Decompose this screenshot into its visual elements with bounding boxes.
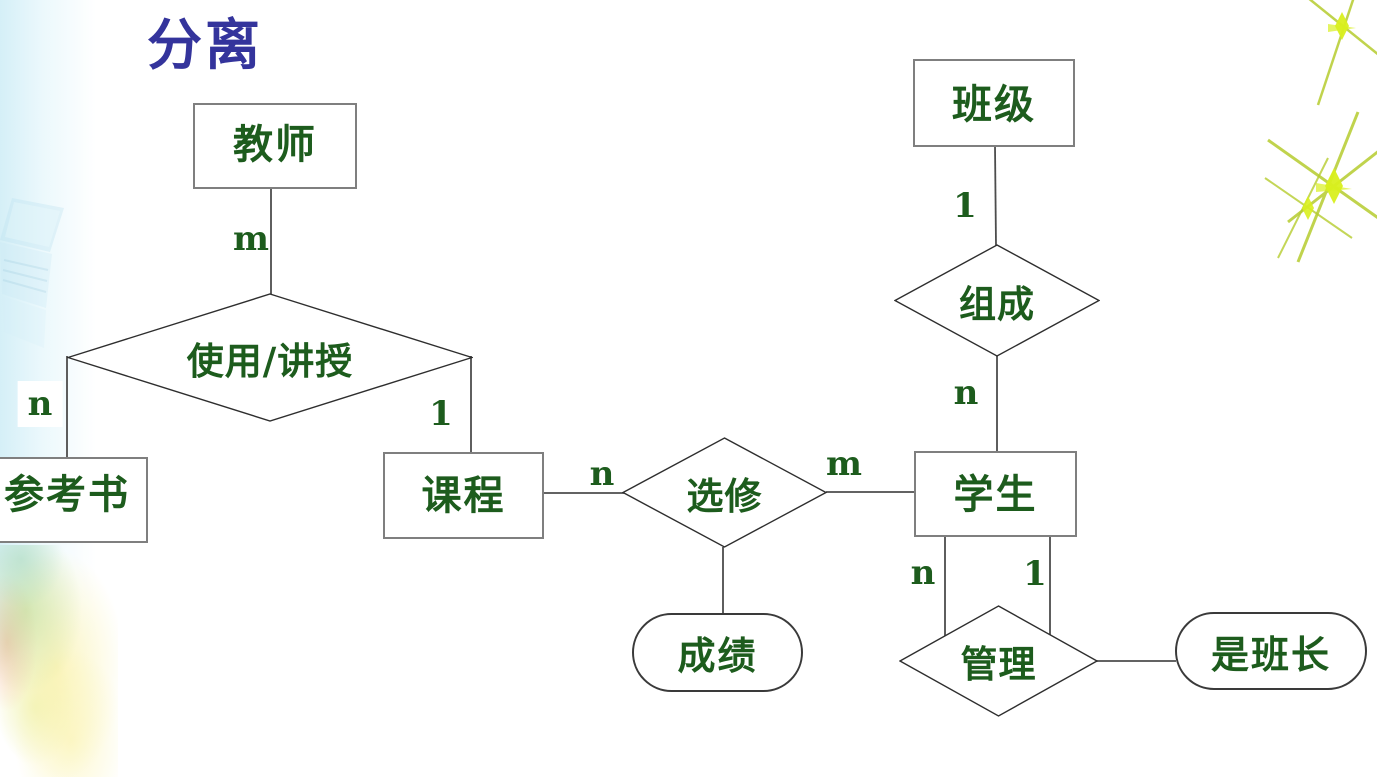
entity-label: 课程 [421,472,506,519]
relationship-elective: 选修 [622,437,827,548]
relationship-manage: 管理 [899,605,1098,717]
cardinality-label: n [910,553,936,593]
cardinality-label: n [17,381,63,427]
relationship-compose: 组成 [894,244,1100,357]
cardinality-label: 1 [943,183,987,229]
cardinality-label: 1 [1023,554,1047,594]
relationship-label: 组成 [959,281,1035,326]
entity-reference-book: 参考书 [0,457,148,543]
entity-teacher: 教师 [193,103,357,189]
entity-label: 教师 [233,121,317,168]
entity-label: 参考书 [4,471,130,518]
entity-class: 班级 [913,59,1075,147]
cardinality-label: n [589,454,615,494]
relationship-label: 选修 [686,473,763,518]
cardinality-label: m [826,444,862,484]
attribute-label: 是班长 [1210,631,1331,677]
entity-label: 班级 [952,81,1036,128]
cardinality-label: 1 [429,394,453,434]
cardinality-label: n [953,373,979,413]
attribute-label: 成绩 [677,633,758,678]
entity-label: 学生 [953,471,1038,518]
entity-course: 课程 [383,452,544,539]
sparkle-icons [1264,0,1377,263]
attribute-is-monitor: 是班长 [1175,612,1367,690]
cardinality-label: m [233,219,269,259]
laptop-icon [0,198,64,348]
entity-student: 学生 [914,451,1077,537]
relationship-label: 使用/讲授 [186,338,354,383]
watercolor-decoration [0,545,118,777]
relationship-label: 管理 [960,642,1037,686]
relationship-use-teach: 使用/讲授 [67,293,473,422]
page-title: 分离 [147,14,264,76]
attribute-grade: 成绩 [632,613,803,692]
